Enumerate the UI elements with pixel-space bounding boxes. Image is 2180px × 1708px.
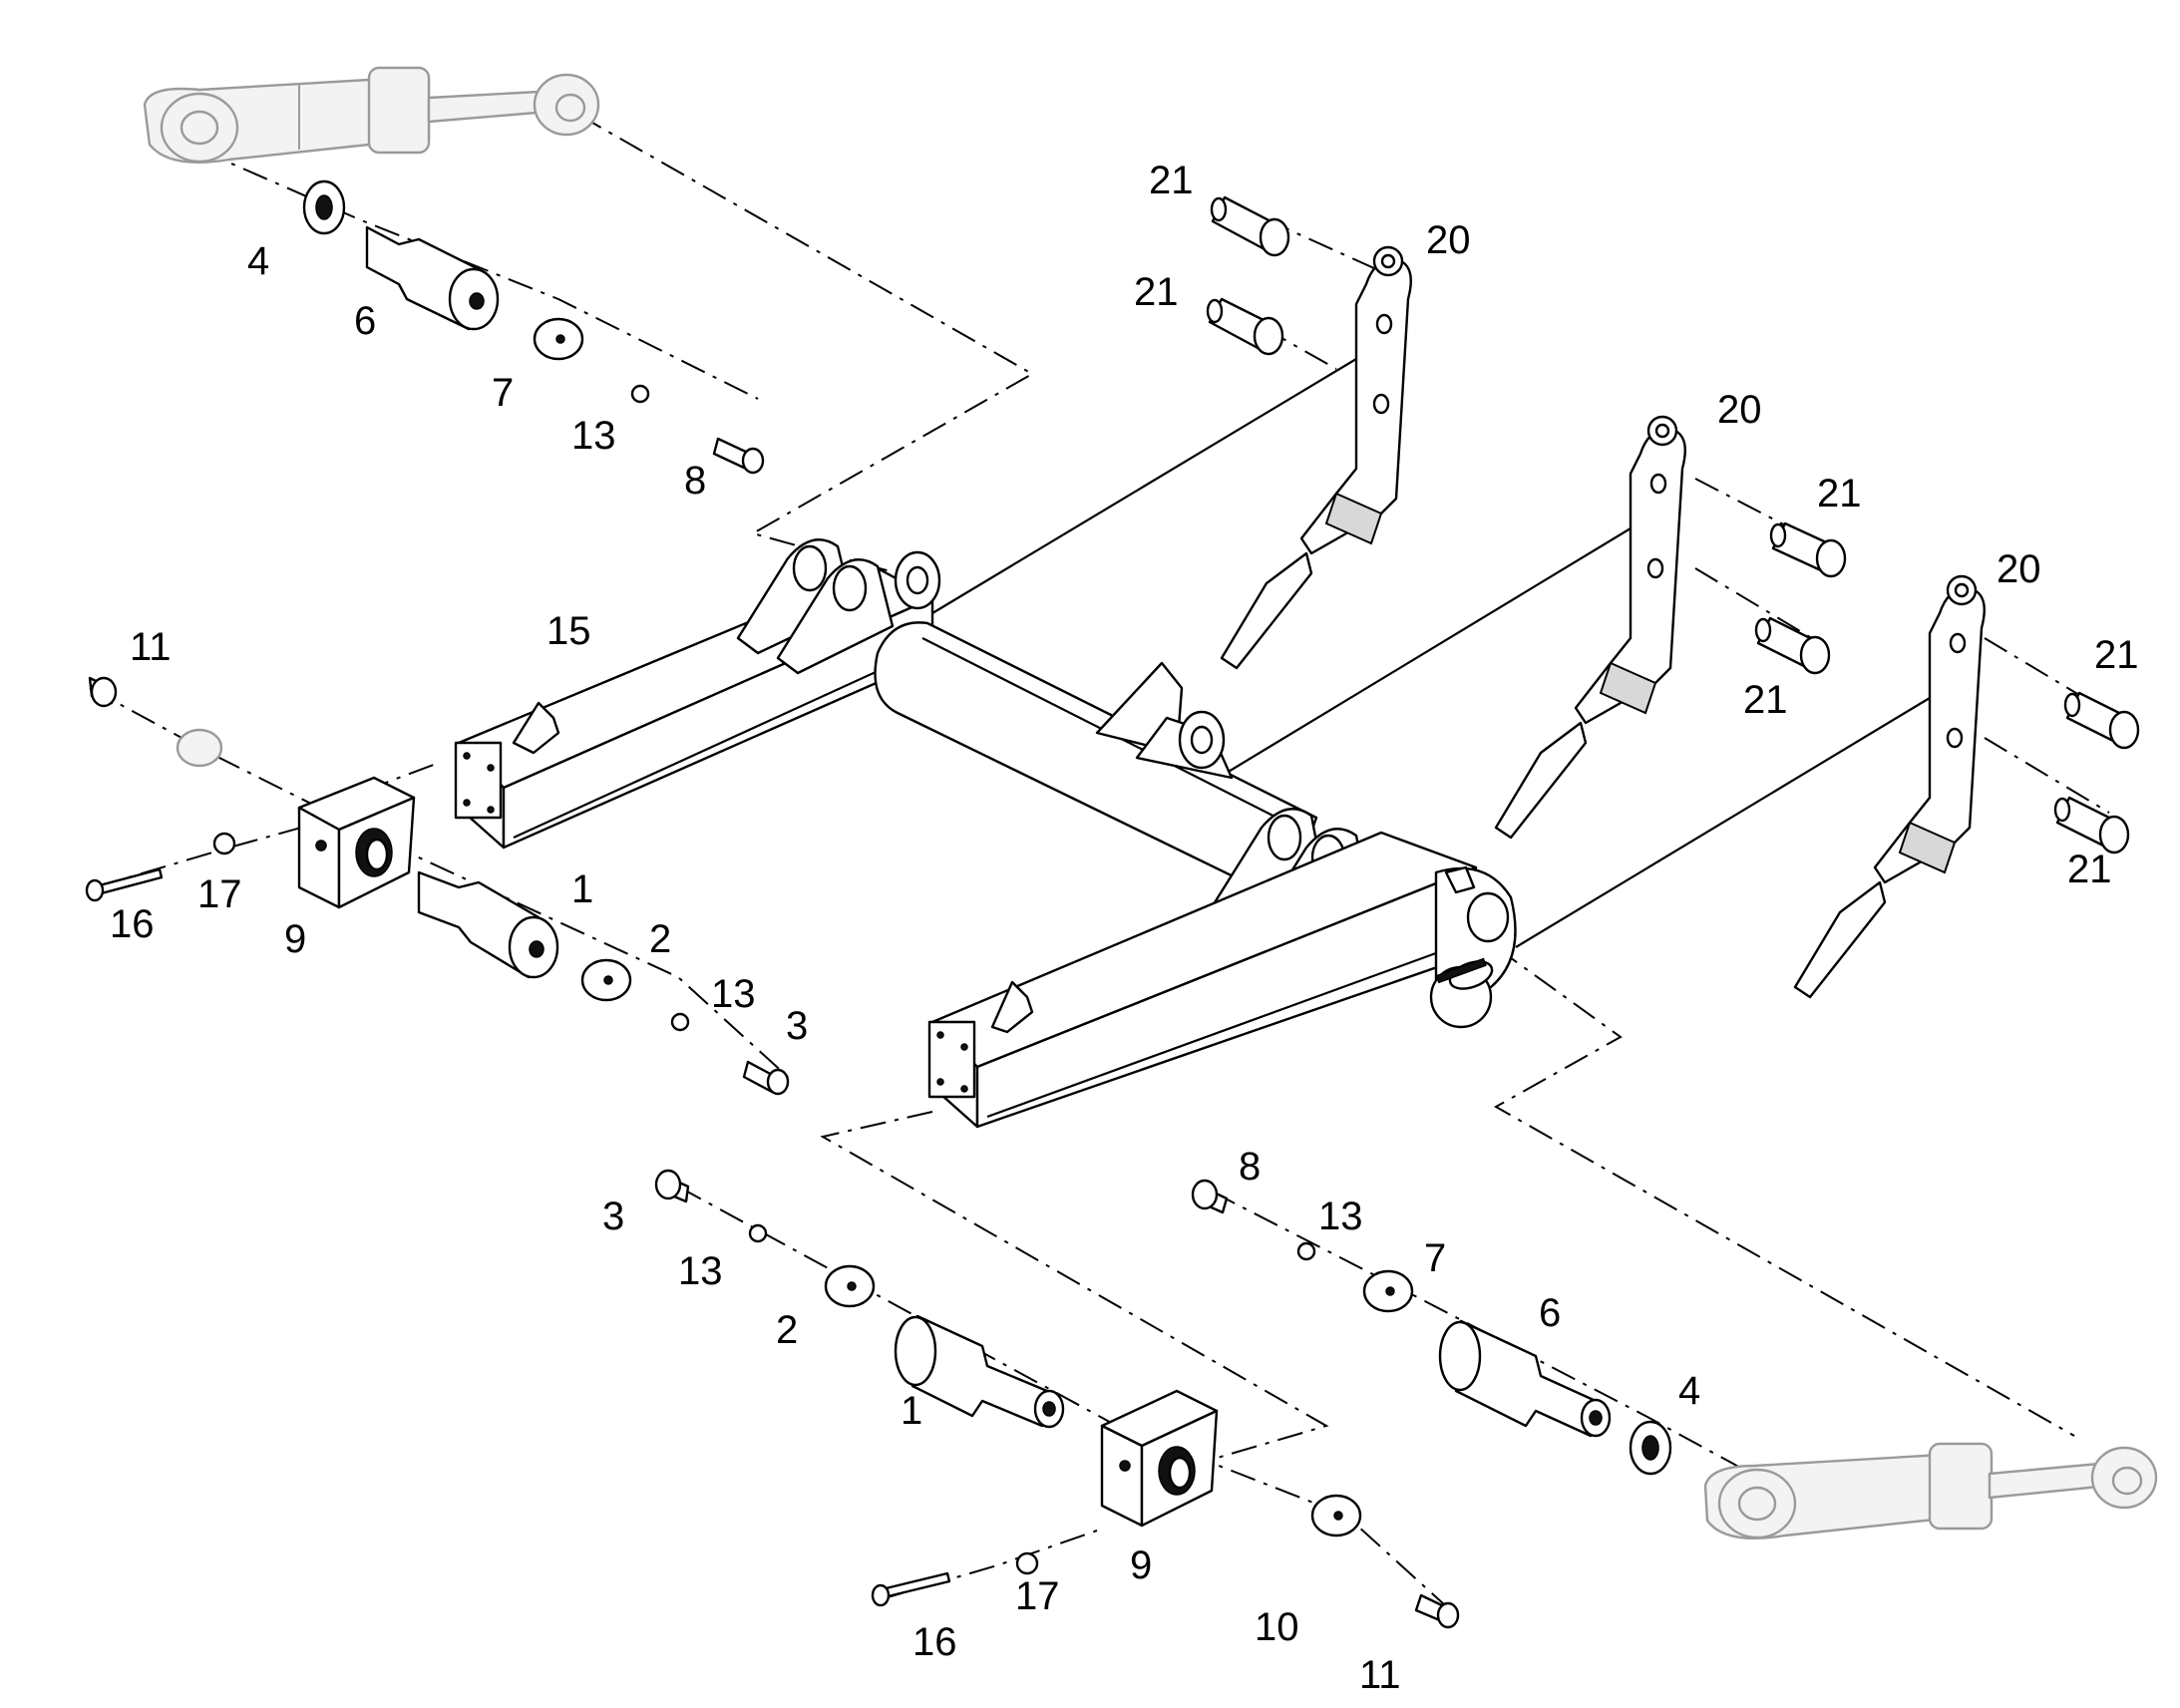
callout-21: 21 <box>2067 848 2112 891</box>
callout-9: 9 <box>1130 1543 1152 1587</box>
callout-4: 4 <box>1678 1369 1700 1413</box>
callout-13: 13 <box>571 414 616 458</box>
callout-11: 11 <box>130 625 172 669</box>
bottom-left-pin-set <box>654 1169 1460 1629</box>
callout-21: 21 <box>1743 678 1788 722</box>
callout-6: 6 <box>1539 1291 1561 1335</box>
callout-7: 7 <box>492 371 514 415</box>
callout-2: 2 <box>776 1308 798 1352</box>
callout-3: 3 <box>602 1195 624 1238</box>
callout-17: 17 <box>197 872 242 916</box>
callout-8: 8 <box>1239 1145 1261 1189</box>
callout-3: 3 <box>786 1004 808 1048</box>
callout-7: 7 <box>1424 1236 1446 1280</box>
callout-17: 17 <box>1015 1574 1060 1618</box>
left-bracket-set <box>85 676 790 1096</box>
ripper-shank-1 <box>1220 245 1412 670</box>
hydraulic-cylinder-bottom <box>1703 1442 2158 1540</box>
callout-6: 6 <box>354 299 376 343</box>
callout-20: 20 <box>1426 218 1471 262</box>
tooth-pins <box>1206 195 2140 854</box>
callout-8: 8 <box>684 459 706 503</box>
callout-20: 20 <box>1717 388 1762 432</box>
callout-1: 1 <box>571 867 593 911</box>
bottom-right-pin-set <box>1191 1179 1672 1476</box>
callout-16: 16 <box>110 902 155 946</box>
callout-21: 21 <box>1817 472 1862 515</box>
callout-13: 13 <box>1318 1195 1363 1238</box>
callout-15: 15 <box>546 609 591 653</box>
callout-11: 11 <box>1359 1653 1401 1697</box>
callout-13: 13 <box>678 1249 723 1293</box>
washer-10-top-ghost <box>176 728 223 768</box>
callout-1: 1 <box>901 1389 922 1433</box>
callout-21: 21 <box>2094 633 2139 677</box>
tooth-leader-lines <box>931 358 1931 948</box>
ripper-frame <box>454 538 1517 1129</box>
callout-21: 21 <box>1134 270 1179 314</box>
hydraulic-cylinder-top <box>143 66 600 165</box>
callout-9: 9 <box>284 917 306 961</box>
callout-labels: 4 6 7 13 8 21 21 20 20 21 21 20 21 21 15… <box>110 159 2139 1697</box>
ripper-shank-3 <box>1793 574 1986 999</box>
ripper-shank-2 <box>1494 415 1686 840</box>
top-pin-set <box>302 179 765 475</box>
callout-10: 10 <box>1255 1605 1299 1649</box>
callout-13: 13 <box>711 972 756 1016</box>
callout-2: 2 <box>649 917 671 961</box>
callout-16: 16 <box>912 1620 957 1664</box>
callout-4: 4 <box>247 239 269 283</box>
callout-20: 20 <box>1997 547 2041 591</box>
callout-21: 21 <box>1149 159 1194 202</box>
